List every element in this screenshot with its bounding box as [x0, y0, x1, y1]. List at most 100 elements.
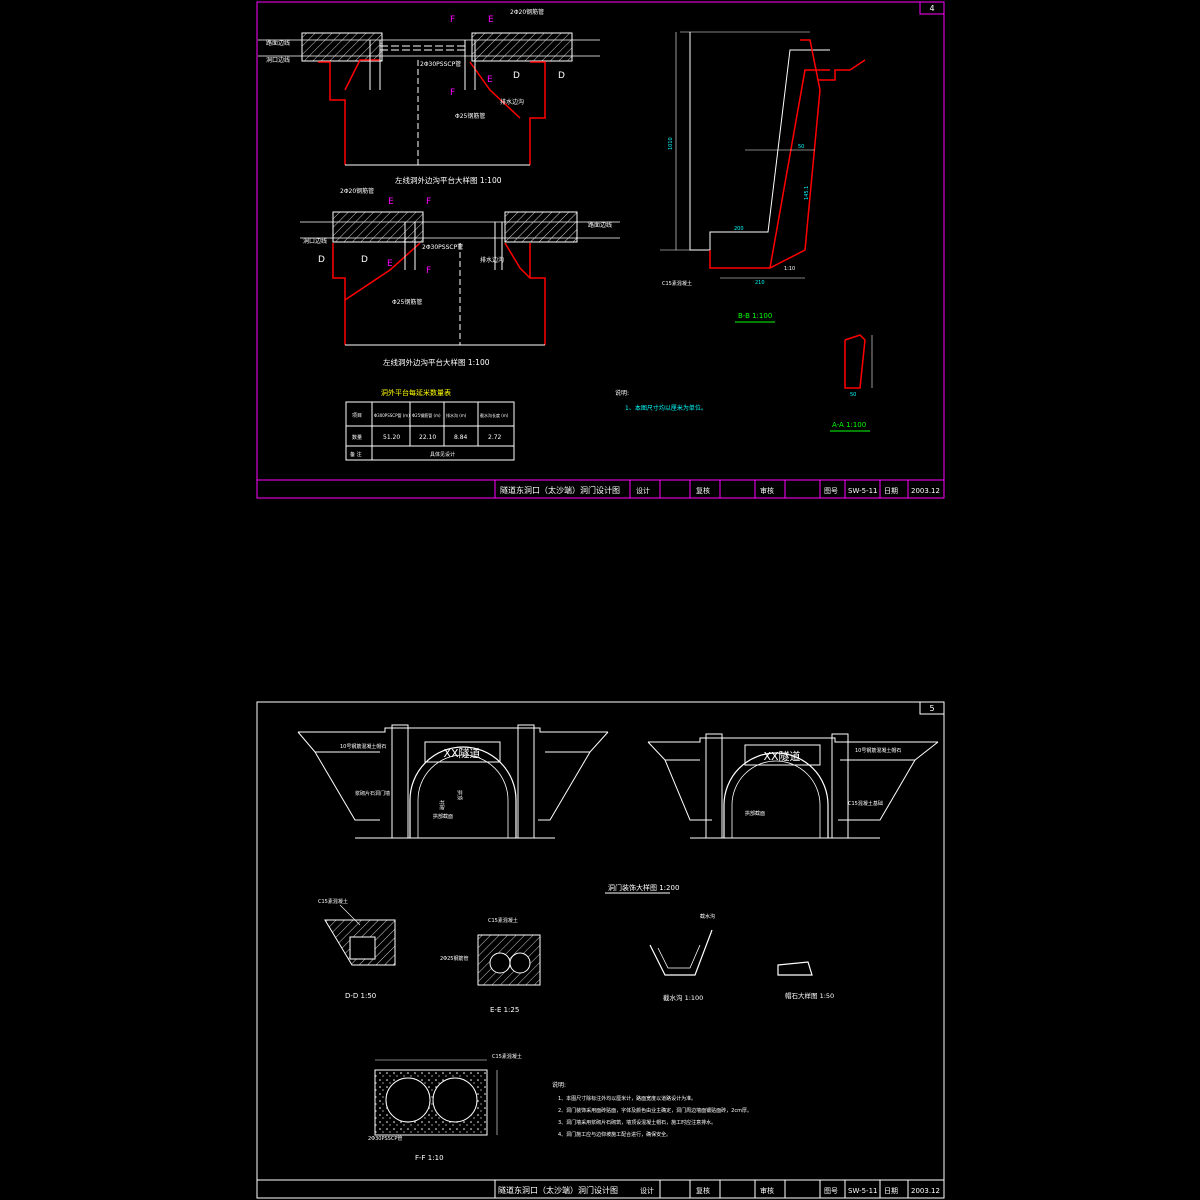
table-value-2: 8.84 [454, 434, 468, 441]
sheet-1-notes-text: 1、本图尺寸均以厘米为单位。 [625, 404, 707, 412]
portal-right: XX隧道 10号钢筋混凝土帽石 C15混凝土基础 拱部截面 [647, 733, 939, 839]
sheet-1-page-no: 4 [929, 4, 934, 13]
cap-title: 帽石大样图 1:50 [785, 991, 834, 1000]
sheet-2-title-block: 隧道东洞口（太沙端）洞门设计图 设计 复核 审核 图号 SW-5-11 日期 2… [256, 1179, 945, 1199]
notes-title: 说明: [552, 1081, 566, 1089]
sheet-2-page-box [919, 701, 945, 715]
bb-dim-1010: 1010 [668, 137, 674, 150]
table-header-3: 排水沟 (m) [446, 412, 467, 418]
upper-label-pipe: 2Φ20钢筋管 [510, 8, 544, 16]
sheet-2: 5 XX隧道 10号钢筋混凝土帽石 浆砌片石洞门墙 衬砌 拱顶 拱部截面 [256, 701, 945, 1199]
upper-mark-d2: D [558, 71, 565, 81]
sheet-1-title-block: 隧道东洞口（太沙端）洞门设计图 设计 复核 审核 图号 SW-5-11 日期 2… [256, 479, 945, 499]
lower-title: 左线洞外边沟平台大样图 1:100 [383, 357, 490, 367]
ff-title: F-F 1:10 [415, 1154, 444, 1162]
lower-label-drain: 排水边沟 [480, 256, 504, 264]
left-label-top: 拱顶 [456, 790, 463, 800]
upper-title: 左线洞外边沟平台大样图 1:100 [395, 175, 502, 185]
table-header-4: 截水沟长度 (m) [480, 412, 509, 418]
tb1-fig-no: SW-5-11 [848, 487, 878, 495]
section-ee: C15素混凝土 2Φ25钢筋管 E-E 1:25 [440, 917, 541, 1014]
lower-mark-d: D [318, 255, 325, 265]
section-aa: 50 A-A 1:100 [830, 334, 873, 432]
lower-mark-f2: F [426, 266, 431, 276]
right-tunnel-sign: XX隧道 [763, 749, 800, 763]
bb-dim-1451: 145.1 [804, 186, 810, 200]
tb2-review: 审核 [760, 1186, 774, 1195]
tb2-date-label: 日期 [884, 1187, 898, 1195]
section-dd: C15素混凝土 D-D 1:50 [318, 898, 396, 1000]
ee-label-pipe: 2Φ25钢筋管 [440, 955, 468, 962]
upper-label-hole: 洞口边线 [266, 56, 290, 64]
ff-label-pssc: 2Φ30PSSCP管 [368, 1135, 402, 1142]
tb1-design: 设计 [636, 486, 650, 495]
lower-label-phi25: Φ25钢筋管 [392, 298, 422, 306]
sheet-1: 4 F E E F D D 2Φ20钢筋管 [256, 1, 945, 499]
left-label-facing: 浆砌片石洞门墙 [355, 790, 390, 797]
tb2-title: 隧道东洞口（太沙端）洞门设计图 [498, 1185, 618, 1195]
lower-label-pssc: 2Φ30PSSCP管 [422, 243, 463, 251]
lower-mark-e2: E [387, 259, 393, 269]
bb-dim-210: 210 [755, 280, 765, 286]
section-bb: 1010 200 210 145.1 50 1:10 C15素混凝土 B-B 1… [660, 31, 866, 323]
lower-label-hole: 洞口边线 [303, 237, 327, 245]
bb-slope: 1:10 [784, 266, 795, 272]
table-header-0: 项目 [352, 413, 362, 419]
lower-plan-view: E F E F D D 2Φ20钢筋管 2Φ30PSSCP管 Φ25钢筋管 排水… [300, 187, 620, 367]
table-header-2: Φ25钢筋管 (m) [412, 412, 441, 418]
portal-title: 洞门装饰大样图 1:200 [608, 883, 679, 892]
lower-label-road: 路面边线 [588, 221, 612, 229]
tb1-title: 隧道东洞口（太沙端）洞门设计图 [500, 485, 620, 495]
aa-title: A-A 1:100 [832, 421, 866, 429]
upper-label-phi25: Φ25钢筋管 [455, 112, 485, 120]
table-note-text: 具体见设计 [430, 451, 455, 458]
ee-label-c15: C15素混凝土 [488, 917, 518, 924]
ditch-label: 截水沟 [700, 913, 715, 920]
portal-left: XX隧道 10号钢筋混凝土帽石 浆砌片石洞门墙 衬砌 拱顶 拱部截面 [297, 724, 609, 839]
note-4: 4、洞门施工应与边仰坡施工配合进行，确保安全。 [558, 1131, 671, 1138]
tb2-date: 2003.12 [911, 1187, 940, 1195]
bb-dim-150: 50 [798, 144, 804, 150]
sheet-1-page-box [919, 1, 945, 15]
tb2-check: 复核 [696, 1186, 710, 1195]
upper-mark-d: D [513, 71, 520, 81]
tb2-design: 设计 [640, 1186, 654, 1195]
aa-dim: 50 [850, 392, 856, 398]
ditch-title: 截水沟 1:100 [663, 993, 703, 1002]
left-label-cap: 10号钢筋混凝土帽石 [340, 743, 386, 750]
upper-mark-f: F [450, 15, 455, 25]
lower-mark-e: E [388, 197, 394, 207]
sheet-2-notes: 说明: 1、本图尺寸除标注外均以厘米计，路面宽度以道路设计为准。 2、洞门装饰采… [552, 1081, 752, 1138]
tb1-check: 复核 [696, 486, 710, 495]
upper-mark-e2: E [487, 75, 493, 85]
table-header-1: Φ300PSSCP管 (m) [374, 412, 410, 418]
tb1-date: 2003.12 [911, 487, 940, 495]
left-label-arch: 拱部截面 [433, 813, 453, 820]
note-2: 2、洞门装饰采用面砖贴面，字体及颜色由业主确定，洞门周边墙面镶贴面砖，2cm厚。 [558, 1107, 752, 1114]
bb-title: B-B 1:100 [738, 312, 772, 320]
sheet-1-notes-title: 说明: [615, 389, 629, 397]
table-value-1: 22.10 [419, 434, 436, 441]
left-tunnel-sign: XX隧道 [443, 746, 480, 760]
lower-label-pipe: 2Φ20钢筋管 [340, 187, 374, 195]
tb1-date-label: 日期 [884, 487, 898, 495]
quantity-table: 洞外平台每延米数量表 项目 Φ300PSSCP管 (m) Φ25钢筋管 (m) … [345, 388, 515, 461]
dd-title: D-D 1:50 [345, 992, 376, 1000]
bb-cushion: C15素混凝土 [662, 280, 692, 287]
tb2-fig-no: SW-5-11 [848, 1187, 878, 1195]
right-label-cap: 10号钢筋混凝土帽石 [855, 747, 901, 754]
sheet-2-page-no: 5 [929, 704, 934, 713]
right-label-arch: 拱部截面 [745, 810, 765, 817]
table-title: 洞外平台每延米数量表 [381, 388, 451, 397]
upper-mark-e: E [488, 15, 494, 25]
table-value-3: 2.72 [488, 434, 502, 441]
ff-label-c15: C15素混凝土 [492, 1053, 522, 1060]
upper-label-road: 路面边线 [266, 39, 290, 47]
upper-label-pssc: 2Φ30PSSCP管 [420, 60, 461, 68]
upper-mark-f2: F [450, 88, 455, 98]
table-row-label: 数量 [352, 434, 362, 441]
tb2-fig-label: 图号 [824, 1187, 838, 1195]
table-note-label: 备 注 [350, 451, 362, 458]
cap-stone-section: 帽石大样图 1:50 [777, 961, 834, 1000]
